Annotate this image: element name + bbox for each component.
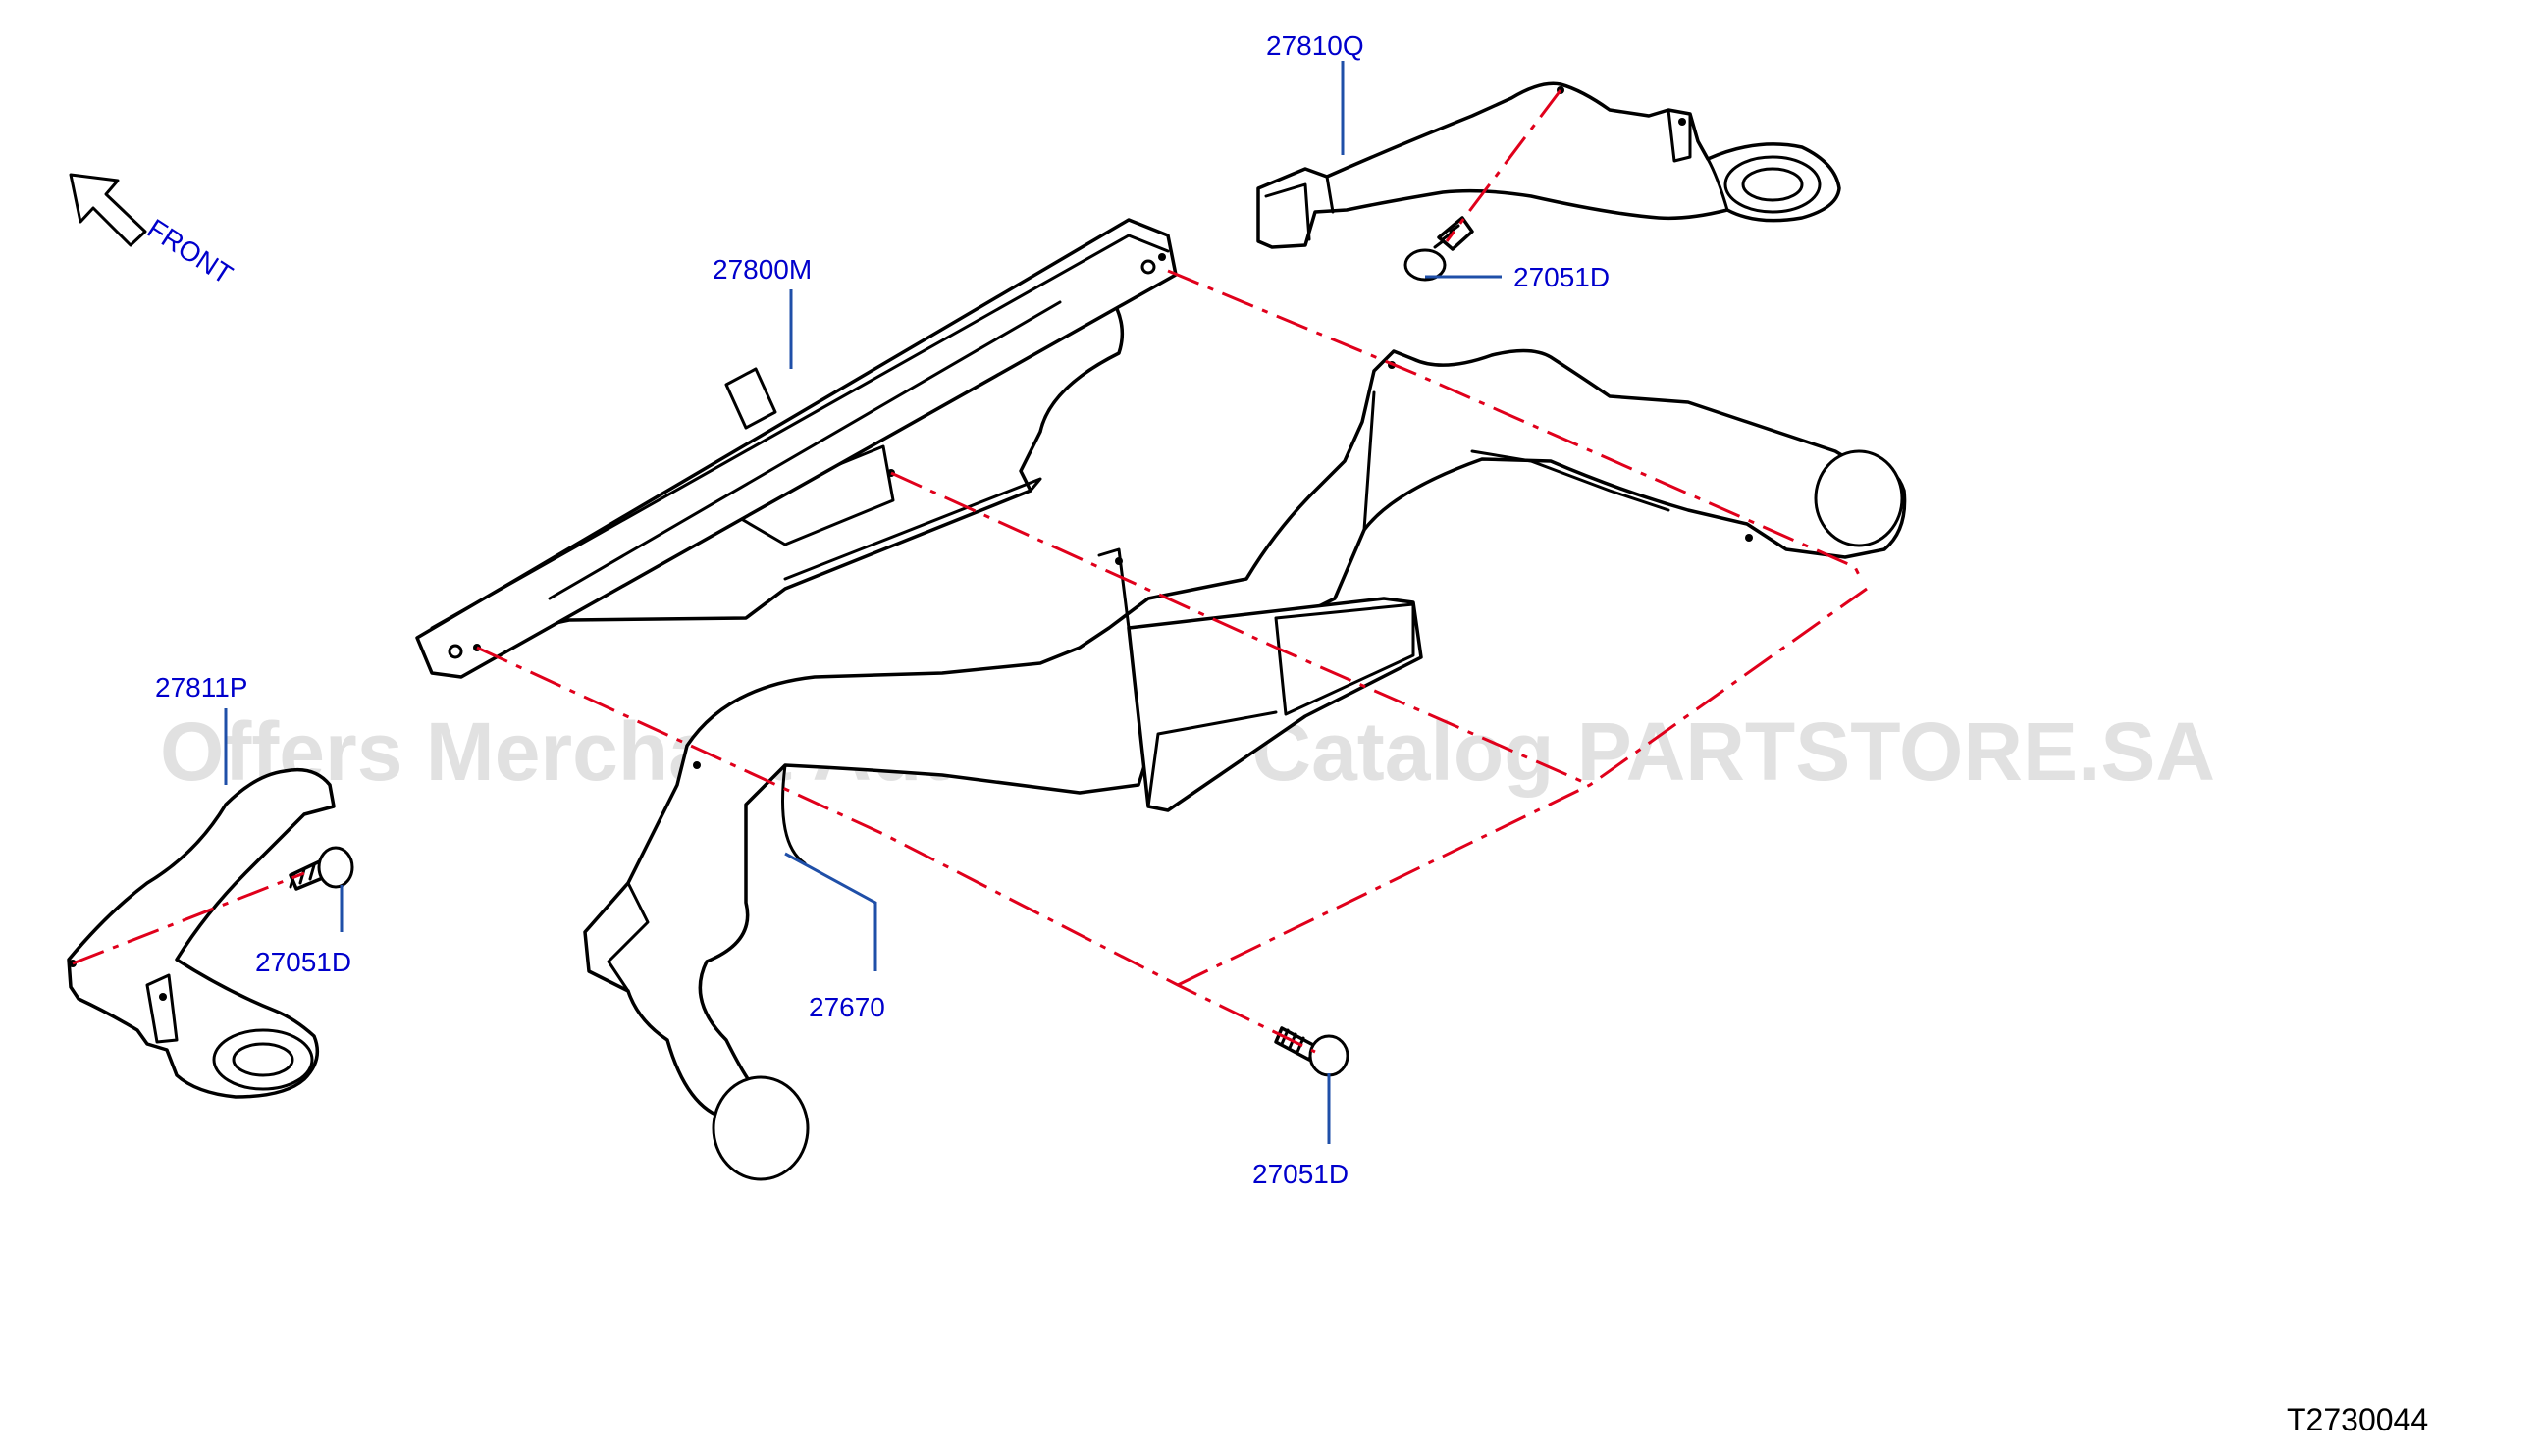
- rear-duct-right-part: [1256, 81, 1841, 249]
- phantom-line: [476, 646, 1316, 1054]
- rear-duct-left-part: [67, 767, 336, 1099]
- part-label-27051D-upper: 27051D: [1513, 262, 1610, 292]
- phantom-line: [1177, 587, 1868, 987]
- part-label-27051D-lower: 27051D: [1252, 1159, 1349, 1189]
- leader-line: [784, 852, 877, 971]
- part-label-27810Q: 27810Q: [1266, 30, 1364, 61]
- phantom-line: [72, 871, 305, 965]
- front-label: FRONT: [142, 213, 238, 290]
- floor-duct-part: [583, 348, 1907, 1181]
- phantom-line: [1167, 269, 1863, 580]
- phantom-lines: [72, 89, 1868, 1054]
- part-label-27811P: 27811P: [155, 672, 247, 702]
- leader-lines: [224, 61, 1502, 1144]
- screw-upper-part: [1403, 216, 1474, 282]
- part-label-27051D-left: 27051D: [255, 947, 351, 977]
- center-duct-part: [415, 218, 1178, 679]
- front-arrow-icon: [69, 173, 147, 247]
- screw-left-part: [289, 846, 354, 891]
- screw-lower-part: [1274, 1026, 1349, 1077]
- figure-code: T2730044: [2287, 1402, 2428, 1437]
- phantom-line: [1445, 89, 1562, 242]
- part-label-27800M: 27800M: [713, 254, 812, 285]
- phantom-line: [890, 471, 1591, 787]
- part-label-27670: 27670: [809, 992, 885, 1022]
